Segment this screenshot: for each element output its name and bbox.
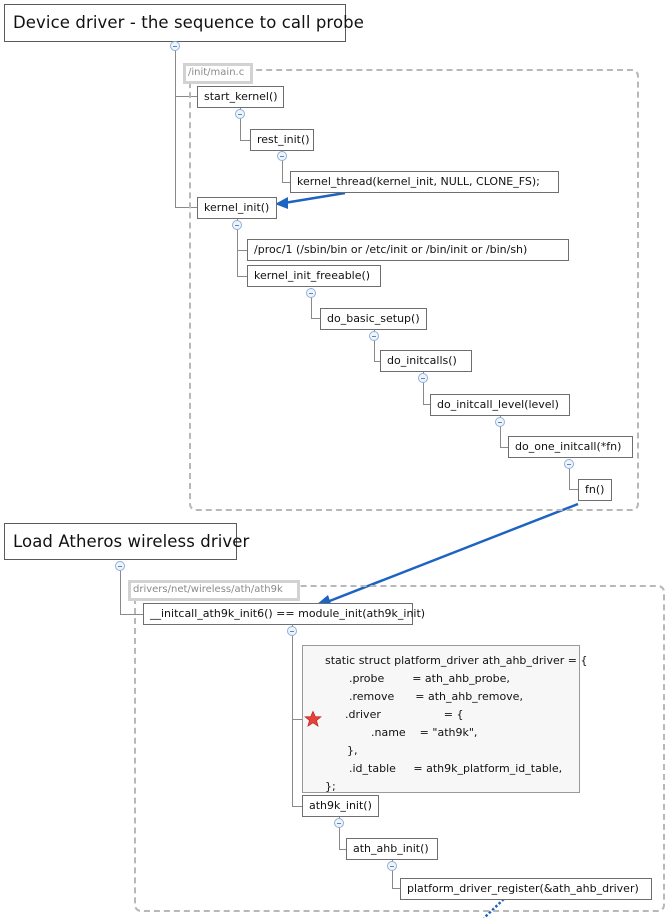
code-line: .id_table = ath9k_platform_id_table, — [349, 762, 563, 775]
collapse-minus-icon[interactable] — [369, 331, 379, 341]
code-line: .name = "ath9k", — [371, 726, 478, 739]
collapse-minus-icon[interactable] — [232, 220, 242, 230]
arrow-head-kernel-init — [275, 197, 288, 209]
device-driver-title[interactable]: Device driver - the sequence to call pro… — [4, 4, 364, 42]
collapse-minus-icon[interactable] — [170, 41, 180, 51]
proc1-node[interactable]: /proc/1 (/sbin/bin or /etc/init or /bin/… — [247, 239, 569, 261]
start-kernel-node[interactable]: start_kernel() — [197, 86, 284, 108]
code-line: static struct platform_driver ath_ahb_dr… — [325, 654, 588, 667]
code-line: .driver = { — [345, 708, 464, 721]
collapse-minus-icon[interactable] — [277, 151, 287, 161]
load-atheros-title[interactable]: Load Atheros wireless driver — [4, 523, 249, 560]
code-line: .probe = ath_ahb_probe, — [349, 672, 510, 685]
connector-initcall-to-ath9k-init — [292, 719, 302, 807]
init-main-label: /init/main.c — [183, 63, 253, 84]
collapse-minus-icon[interactable] — [115, 561, 125, 571]
collapse-minus-icon[interactable] — [564, 459, 574, 469]
ath-ahb-init-node[interactable]: ath_ahb_init() — [346, 838, 438, 860]
kernel-thread-node[interactable]: kernel_thread(kernel_init, NULL, CLONE_F… — [290, 171, 559, 193]
rest-init-node[interactable]: rest_init() — [250, 129, 314, 151]
connector-freeable-to-basic-setup — [311, 288, 320, 319]
ath9k-init-node[interactable]: ath9k_init() — [302, 795, 379, 817]
kernel-init-node[interactable]: kernel_init() — [197, 197, 277, 219]
initcall-ath9k-node[interactable]: __initcall_ath9k_init6() == module_init(… — [143, 603, 425, 625]
star-icon — [304, 710, 322, 727]
collapse-minus-icon[interactable] — [306, 288, 316, 298]
do-initcalls-node[interactable]: do_initcalls() — [380, 350, 472, 372]
collapse-minus-icon[interactable] — [495, 417, 505, 427]
collapse-minus-icon[interactable] — [334, 818, 344, 828]
do-basic-setup-node[interactable]: do_basic_setup() — [320, 308, 427, 330]
collapse-minus-icon[interactable] — [418, 373, 428, 383]
connector-kernel-init-to-freeable — [237, 250, 247, 277]
do-one-initcall-node[interactable]: do_one_initcall(*fn) — [508, 436, 633, 458]
code-line: }, — [347, 744, 358, 757]
collapse-minus-icon[interactable] — [235, 109, 245, 119]
code-line: .remove = ath_ahb_remove, — [349, 690, 523, 703]
collapse-minus-icon[interactable] — [387, 861, 397, 871]
kernel-init-freeable-node[interactable]: kernel_init_freeable() — [247, 265, 381, 287]
platform-driver-struct-node[interactable]: static struct platform_driver ath_ahb_dr… — [302, 645, 587, 793]
collapse-minus-icon[interactable] — [287, 626, 297, 636]
drivers-path-label: drivers/net/wireless/ath/ath9k — [128, 580, 300, 601]
code-line: }; — [325, 780, 336, 793]
init-main-frame — [189, 69, 639, 511]
platform-driver-register-node[interactable]: platform_driver_register(&ath_ahb_driver… — [400, 878, 652, 900]
do-initcall-level-node[interactable]: do_initcall_level(level) — [430, 394, 570, 416]
ath9k-frame — [134, 585, 665, 912]
arrow-kernel-thread-to-kernel-init — [283, 191, 346, 205]
connector-one-initcall-to-fn — [569, 459, 578, 490]
fn-node[interactable]: fn() — [578, 479, 612, 501]
